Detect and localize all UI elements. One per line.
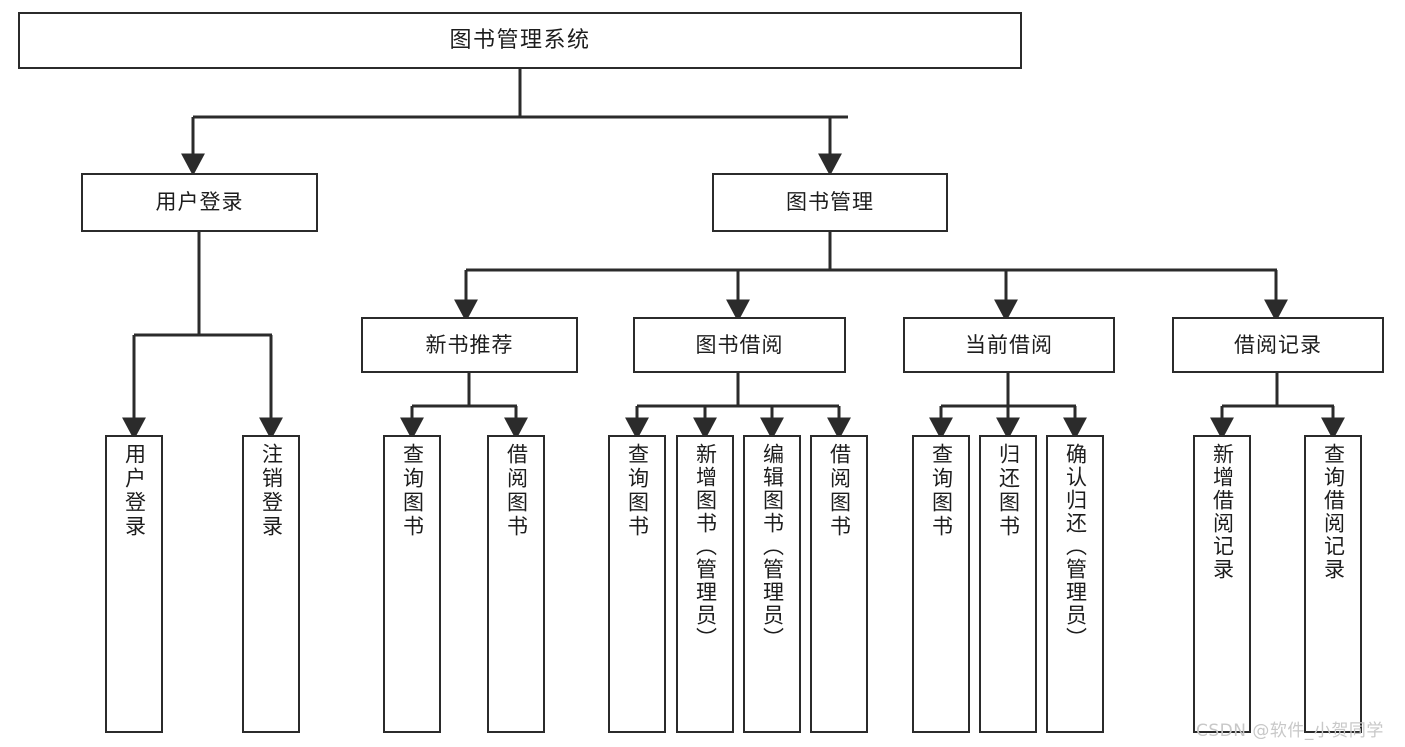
node-book-borrow-label: 图书借阅 [695, 332, 784, 357]
node-user-login[interactable]: 用户登录 [81, 173, 318, 232]
node-leaf-add-book[interactable]: 新增图书（管理员） [676, 435, 734, 733]
node-leaf-query-record-label: 查询借阅记录 [1321, 443, 1346, 581]
node-leaf-query-book-1-label: 查询图书 [400, 443, 425, 539]
node-book-manage[interactable]: 图书管理 [712, 173, 948, 232]
node-leaf-query-book-3[interactable]: 查询图书 [912, 435, 970, 733]
node-leaf-query-book-2[interactable]: 查询图书 [608, 435, 666, 733]
node-leaf-borrow-book-2-label: 借阅图书 [827, 443, 852, 539]
node-leaf-logout-login-label: 注销登录 [259, 443, 284, 539]
node-leaf-query-book-1[interactable]: 查询图书 [383, 435, 441, 733]
node-leaf-user-login[interactable]: 用户登录 [105, 435, 163, 733]
node-leaf-borrow-book-2[interactable]: 借阅图书 [810, 435, 868, 733]
node-leaf-query-book-2-label: 查询图书 [625, 443, 650, 539]
node-borrow-record[interactable]: 借阅记录 [1172, 317, 1384, 373]
node-leaf-add-book-label: 新增图书（管理员） [693, 443, 718, 650]
node-leaf-confirm-return-label: 确认归还（管理员） [1063, 443, 1088, 650]
node-leaf-edit-book-label: 编辑图书（管理员） [760, 443, 785, 650]
node-leaf-add-record[interactable]: 新增借阅记录 [1193, 435, 1251, 733]
node-leaf-add-record-label: 新增借阅记录 [1210, 443, 1235, 581]
node-root[interactable]: 图书管理系统 [18, 12, 1022, 69]
node-leaf-borrow-book-1-label: 借阅图书 [504, 443, 529, 539]
csdn-watermark: CSDN @软件_小贺同学 [1196, 721, 1384, 741]
node-leaf-return-book-label: 归还图书 [996, 443, 1021, 539]
node-user-login-label: 用户登录 [155, 190, 244, 215]
node-current-borrow-label: 当前借阅 [965, 332, 1053, 357]
node-new-book-recommend[interactable]: 新书推荐 [361, 317, 578, 373]
node-leaf-query-record[interactable]: 查询借阅记录 [1304, 435, 1362, 733]
node-leaf-return-book[interactable]: 归还图书 [979, 435, 1037, 733]
node-leaf-logout-login[interactable]: 注销登录 [242, 435, 300, 733]
node-leaf-user-login-label: 用户登录 [122, 443, 147, 539]
node-root-label: 图书管理系统 [449, 27, 591, 53]
node-book-manage-label: 图书管理 [786, 190, 874, 215]
node-leaf-confirm-return[interactable]: 确认归还（管理员） [1046, 435, 1104, 733]
node-leaf-edit-book[interactable]: 编辑图书（管理员） [743, 435, 801, 733]
node-leaf-query-book-3-label: 查询图书 [929, 443, 954, 539]
node-current-borrow[interactable]: 当前借阅 [903, 317, 1115, 373]
node-new-book-recommend-label: 新书推荐 [425, 332, 514, 357]
node-borrow-record-label: 借阅记录 [1234, 332, 1322, 357]
node-book-borrow[interactable]: 图书借阅 [633, 317, 846, 373]
node-leaf-borrow-book-1[interactable]: 借阅图书 [487, 435, 545, 733]
